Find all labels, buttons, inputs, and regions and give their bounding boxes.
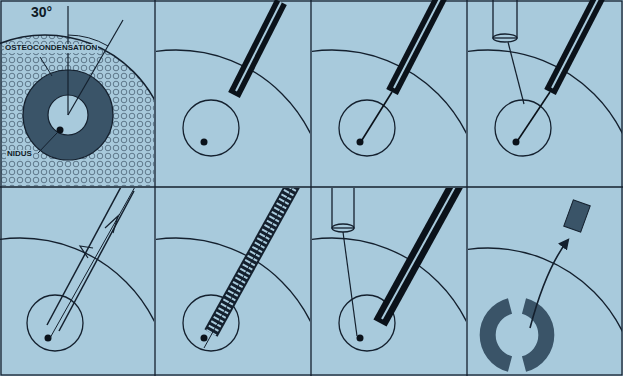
trocar-panel (156, 2, 310, 186)
lesion-label: NIDUS (6, 150, 33, 159)
guide-wire-panel (312, 0, 466, 186)
sheath-panel (0, 188, 154, 374)
angle-label: 30° (30, 5, 53, 20)
drill-panel (156, 188, 310, 374)
bone-section-panel (0, 6, 154, 186)
resection-panel (312, 188, 466, 374)
specimen-panel (468, 200, 622, 374)
cannula-panel (468, 0, 622, 186)
zone-label: OSTEOCONDENSATION (4, 44, 98, 53)
